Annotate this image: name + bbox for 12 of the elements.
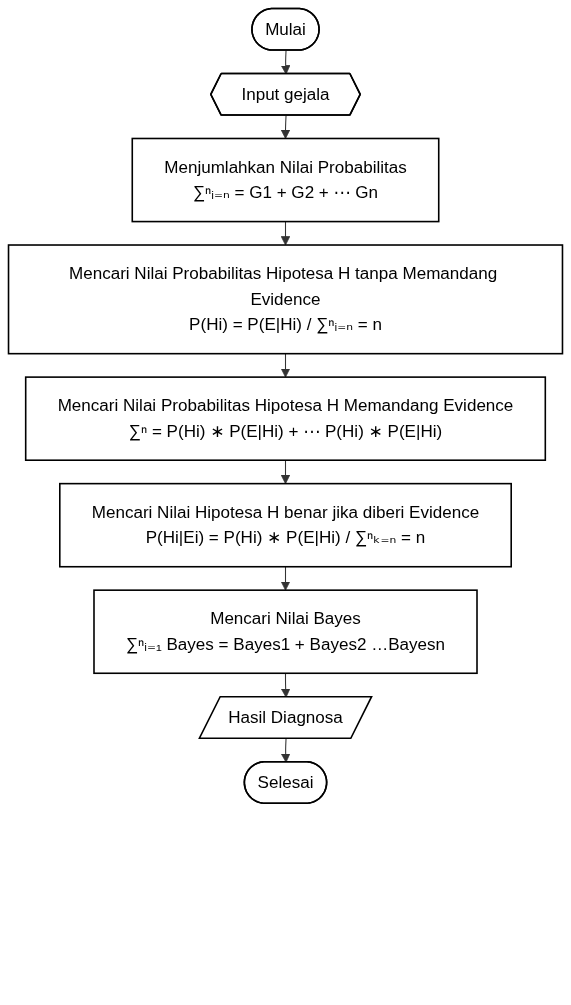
arrow	[280, 353, 291, 378]
node-box: Menjumlahkan Nilai Probabilitas ∑ⁿᵢ₌ₙ = G1 + G2 + ⋯ Gn	[131, 137, 440, 223]
arrow	[280, 115, 291, 139]
node-box: Mencari Nilai Bayes ∑ⁿᵢ₌₁ Bayes = Bayes1 + Bayes2 …Bayesn	[93, 589, 478, 675]
arrow	[280, 566, 291, 591]
arrow	[280, 221, 291, 246]
node-box: Mencari Nilai Probabilitas Hipotesa H Memandang Evidence ∑ⁿ = P(Hi) ∗ P(E|Hi) + ⋯ P(Hi) ∗ P(E|Hi)	[24, 376, 547, 461]
arrow	[281, 738, 291, 763]
arrow	[280, 459, 291, 485]
node-box: Mencari Nilai Hipotesa H benar jika diberi Evidence P(Hi|Ei) = P(Hi) ∗ P(E|Hi) / ∑ⁿₖ₌ₙ = n	[59, 482, 512, 568]
node-box: Mencari Nilai Probabilitas Hipotesa H tanpa Memandang Evidence P(Hi) = P(E|Hi) / ∑ⁿᵢ₌ₙ = n	[7, 244, 564, 355]
arrow	[281, 50, 291, 75]
